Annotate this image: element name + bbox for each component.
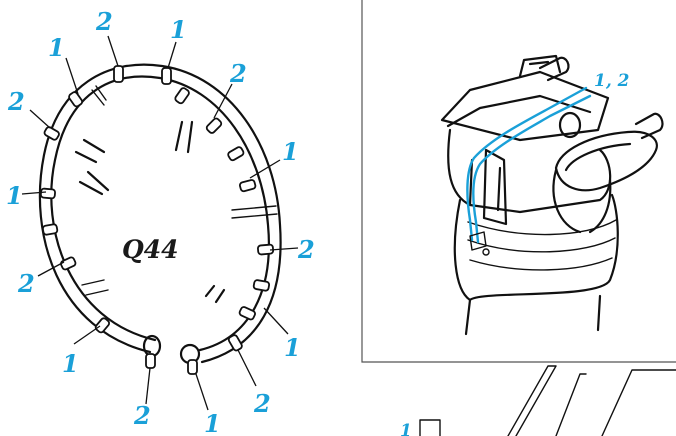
partial-callout: 1 xyxy=(400,421,412,436)
ring-callout: 2 xyxy=(133,401,151,430)
ring-callout: 1 xyxy=(204,409,221,436)
detail-frame xyxy=(361,0,676,363)
ring-callout: 2 xyxy=(229,59,247,88)
ring-callout: 1 xyxy=(282,137,299,166)
engine-assembly xyxy=(440,54,664,336)
connector-pins xyxy=(39,65,275,375)
harness-route xyxy=(466,86,588,242)
ring-callout: 1 xyxy=(6,181,23,210)
diagram-title: Q44 xyxy=(122,235,179,264)
partial-panel xyxy=(419,365,676,436)
ring-callout: 2 xyxy=(7,87,25,116)
ring-callout: 2 xyxy=(17,269,35,298)
ring-callout: 1 xyxy=(170,15,187,44)
ring-callout: 1 xyxy=(62,349,79,378)
engine-callout: 1, 2 xyxy=(594,71,630,91)
ring-callout: 1 xyxy=(48,33,65,62)
harness-ring xyxy=(21,35,299,411)
ring-callout: 1 xyxy=(284,333,301,362)
ring-callout: 2 xyxy=(253,389,271,418)
ring-callout: 2 xyxy=(95,7,113,36)
leader-lines xyxy=(21,35,299,411)
ring-callout: 2 xyxy=(297,235,315,264)
